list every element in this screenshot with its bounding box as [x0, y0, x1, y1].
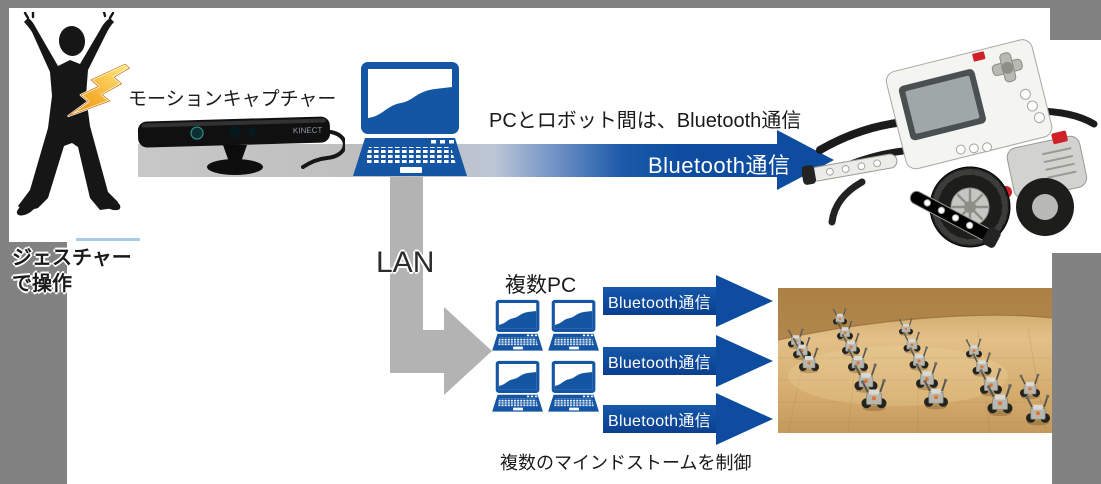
bluetooth-arrow-2: Bluetooth通信: [603, 347, 716, 375]
mini-laptop-icon: [492, 299, 544, 356]
lan-label: LAN: [376, 246, 435, 279]
mini-laptop-icon: [548, 299, 600, 356]
kinect-icon: KINECT: [137, 116, 345, 175]
bluetooth-arrowhead-icon: [716, 275, 773, 327]
bluetooth-arrow-label: Bluetooth通信: [608, 295, 711, 312]
robot-icon: [802, 39, 1098, 248]
motion-capture-label: モーションキャプチャー: [128, 89, 337, 110]
bluetooth-arrow-1: Bluetooth通信: [603, 287, 716, 315]
gesture-caption: ジェスチャー で操作: [12, 245, 132, 297]
gesture-caption-line1: ジェスチャー: [12, 247, 132, 269]
person-silhouette-icon: [16, 12, 121, 216]
bottom-caption: 複数のマインドストームを制御: [500, 453, 752, 473]
mini-laptop-icon: [548, 360, 600, 417]
bluetooth-arrowhead-icon: [716, 393, 773, 445]
bluetooth-arrow-3: Bluetooth通信: [603, 405, 716, 433]
lan-arrow-vertical: [390, 177, 423, 373]
multi-pc-label: 複数PC: [505, 274, 577, 297]
frame-left-strip: [0, 8, 9, 242]
bluetooth-arrow-label: Bluetooth通信: [608, 355, 711, 372]
panel-accent-line: [76, 238, 140, 241]
frame-top-strip: [0, 0, 1101, 8]
frame-right-bottom-block: [1052, 253, 1101, 484]
lan-arrow-horizontal: [423, 330, 444, 373]
main-bluetooth-arrow-label: Bluetooth通信: [648, 153, 791, 178]
lan-arrowhead-icon: [444, 307, 492, 395]
lightning-icon: [67, 63, 131, 118]
mini-laptop-icon: [492, 360, 544, 417]
bluetooth-arrow-label: Bluetooth通信: [608, 413, 711, 430]
frame-left-bottom-block: [0, 242, 67, 484]
pc-laptop-icon: [353, 60, 469, 188]
gesture-caption-line2: で操作: [12, 273, 72, 295]
bluetooth-arrowhead-icon: [716, 335, 773, 387]
robots-photo: [778, 288, 1052, 433]
pc-robot-note: PCとロボット間は、Bluetooth通信: [489, 110, 802, 132]
kinect-brand-label: KINECT: [293, 126, 323, 136]
frame-top-right-block: [1050, 0, 1101, 40]
